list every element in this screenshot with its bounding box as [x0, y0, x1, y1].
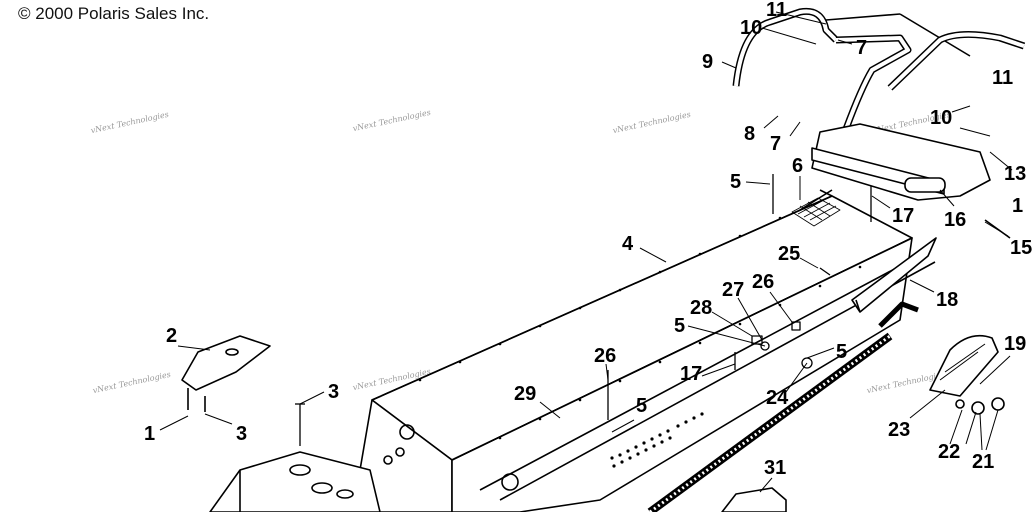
callout-17: 17 [892, 205, 915, 227]
rear-bumper-part [732, 7, 1026, 142]
callout-24: 24 [766, 387, 789, 409]
callout-7: 7 [856, 37, 868, 59]
fasteners [295, 174, 872, 446]
callout-4: 4 [622, 233, 634, 255]
callout-26: 26 [752, 271, 775, 293]
callout-26b: 26 [594, 345, 617, 367]
callout-22: 22 [938, 441, 961, 463]
callout-11: 11 [766, 0, 788, 21]
callout-16: 16 [944, 209, 967, 231]
callout-31: 31 [764, 457, 787, 479]
callout-19: 19 [1004, 333, 1027, 355]
callout-1: 1 [144, 423, 156, 445]
callout-27: 27 [722, 279, 745, 301]
callout-15: 15 [1010, 237, 1032, 259]
callout-3b: 3 [236, 423, 248, 445]
callout-7b: 7 [770, 133, 782, 155]
callout-11b: 11 [992, 67, 1014, 89]
bracket-31-part [721, 487, 787, 512]
tunnel-part [349, 189, 936, 512]
callout-17b: 17 [680, 363, 703, 385]
taillight-part [929, 334, 1005, 415]
callout-23: 23 [888, 419, 911, 441]
copyright-notice: © 2000 Polaris Sales Inc. [18, 4, 210, 23]
callout-6: 6 [792, 155, 804, 177]
callout-5: 5 [730, 171, 742, 193]
callout-5c: 5 [836, 341, 848, 363]
callout-5b: 5 [674, 315, 686, 337]
callout-10: 10 [740, 17, 763, 39]
callout-3: 3 [328, 381, 340, 403]
callout-13: 13 [1004, 163, 1027, 185]
callout-5d: 5 [636, 395, 648, 417]
bracket-part [181, 335, 271, 412]
front-frame-part [209, 451, 381, 512]
leader-lines [159, 11, 1013, 493]
callout-10b: 10 [930, 107, 953, 129]
rail-part [851, 237, 937, 313]
callout-18: 18 [936, 289, 959, 311]
callout-28: 28 [690, 297, 713, 319]
callout-1b: 1 [1012, 195, 1024, 217]
slide-rail-part [647, 301, 919, 512]
callout-2: 2 [166, 325, 178, 347]
callout-29: 29 [514, 383, 537, 405]
callout-9: 9 [702, 51, 714, 73]
callout-8: 8 [744, 123, 756, 145]
callout-21: 21 [972, 451, 995, 473]
callout-25: 25 [778, 243, 801, 265]
